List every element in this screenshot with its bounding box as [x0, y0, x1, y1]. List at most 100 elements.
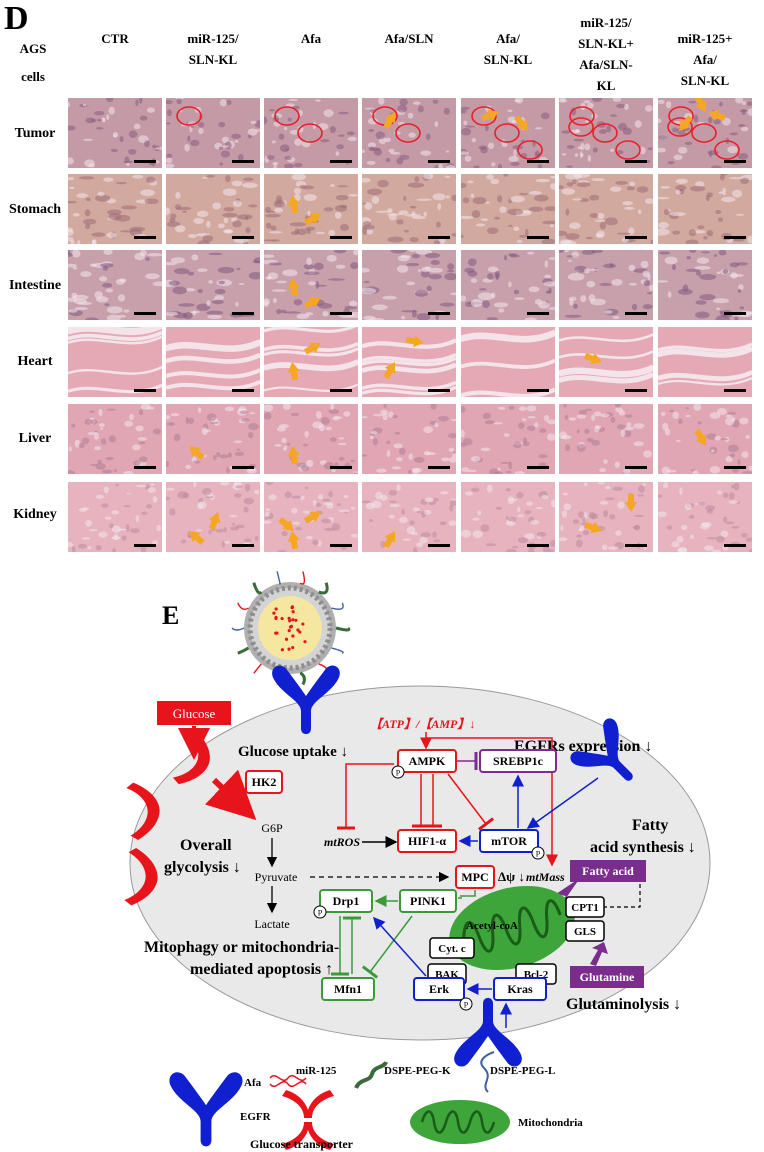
- drp1-phospho: [313, 905, 327, 919]
- tissue-image: [362, 482, 456, 552]
- atp-to-mtmass-arrow: [426, 737, 558, 867]
- tissue-image: [461, 327, 555, 397]
- scale-bar: [724, 389, 746, 392]
- tumor-lesion-circle: [568, 117, 594, 137]
- scale-bar: [724, 466, 746, 469]
- column-label: miR-125/SLN-KL: [162, 28, 264, 70]
- ampk-inhibits-mtor: [447, 773, 495, 831]
- nanoparticle: [231, 571, 351, 686]
- lesion-arrow: [679, 115, 693, 131]
- panel-e-diagram: E 【ATP】/【AMP】↓ EGFRs expression ↓ Glucos…: [123, 571, 711, 1151]
- histology-intestine-panel: [166, 250, 260, 320]
- histology-heart-panel: [166, 327, 260, 397]
- scale-bar: [330, 466, 352, 469]
- lesion-arrow: [383, 112, 396, 130]
- tumor-lesion-circle: [517, 140, 543, 160]
- scale-bar: [428, 312, 450, 315]
- scale-bar: [428, 160, 450, 163]
- mtor-box: [479, 829, 539, 853]
- cytc-label: Cyt. c: [438, 943, 466, 955]
- scale-bar: [527, 544, 549, 547]
- legend: Afa miR-125 DSPE-PEG-K DSPE-PEG-L EGFR G…: [169, 1051, 583, 1151]
- glutamine-label: Glutamine: [580, 970, 635, 984]
- mtros-label: mtROS: [324, 835, 360, 849]
- mfn1-box: [321, 977, 375, 1001]
- atp-amp-label: 【ATP】/【AMP】↓: [370, 717, 475, 731]
- lesion-arrow: [287, 195, 300, 214]
- tissue-image: [264, 174, 358, 244]
- tissue-image: [559, 482, 653, 552]
- lesion-arrow: [708, 109, 726, 122]
- tissue-image: [658, 174, 752, 244]
- tissue-image: [362, 98, 456, 168]
- lesion-arrow: [189, 531, 205, 545]
- legend-mito: Mitochondria: [518, 1117, 583, 1129]
- scale-bar: [527, 312, 549, 315]
- panel-e-letter: E: [162, 601, 179, 630]
- histology-stomach-panel: [264, 174, 358, 244]
- lesion-arrow: [278, 517, 294, 531]
- scale-bar: [428, 236, 450, 239]
- tissue-image: [166, 327, 260, 397]
- cytc-box: [429, 937, 475, 959]
- panel-d-letter: D: [4, 0, 29, 37]
- histology-tumor-panel: [264, 98, 358, 168]
- mitophagy-line1: Mitophagy or mitochondria-: [144, 939, 339, 956]
- row-label: Heart: [17, 354, 53, 369]
- tissue-image: [658, 250, 752, 320]
- tumor-lesion-circle: [176, 106, 202, 126]
- tissue-image: [166, 250, 260, 320]
- srebp-box: [479, 749, 557, 773]
- tissue-image: [264, 482, 358, 552]
- tissue-image: [362, 404, 456, 474]
- lesion-arrow: [287, 446, 300, 465]
- tissue-image: [68, 98, 162, 168]
- erk-phospho: [459, 997, 473, 1011]
- glutamine-arrow: [590, 942, 608, 966]
- scale-bar: [134, 466, 156, 469]
- mitophagy-line2: mediated apoptosis ↑: [190, 961, 333, 978]
- lesion-arrow: [584, 521, 602, 534]
- tissue-image: [559, 327, 653, 397]
- kras-box: [493, 977, 547, 1001]
- column-label-line: KL: [596, 78, 616, 93]
- histology-intestine-panel: [362, 250, 456, 320]
- tumor-lesion-circle: [714, 140, 740, 160]
- lesion-arrow: [481, 109, 500, 122]
- erk-to-drp1-arrow: [372, 916, 427, 977]
- acetyl-coa-label: Acetyl-coA: [466, 920, 518, 932]
- pyruvate-label: Pyruvate: [255, 870, 298, 884]
- mtmass-label: mtMass: [526, 870, 565, 884]
- column-label-line: SLN-KL: [483, 52, 533, 67]
- histology-kidney-panel: [166, 482, 260, 552]
- tumor-lesion-circle: [395, 123, 421, 143]
- tissue-image: [264, 98, 358, 168]
- ampk-phospho: [391, 765, 405, 779]
- histology-kidney-panel: [461, 482, 555, 552]
- tissue-image: [461, 250, 555, 320]
- mtor-phospho: [531, 846, 545, 860]
- tissue-image: [166, 98, 260, 168]
- tissue-image: [362, 250, 456, 320]
- row-label: Stomach: [8, 202, 62, 217]
- histology-intestine-panel: [658, 250, 752, 320]
- tumor-lesion-circle: [297, 123, 323, 143]
- legend-mir: miR-125: [296, 1065, 337, 1077]
- lesion-arrow: [625, 494, 637, 512]
- tissue-image: [461, 482, 555, 552]
- lactate-label: Lactate: [254, 917, 289, 931]
- ampk-label: AMPK: [409, 754, 446, 768]
- fatty-synthesis-line2: acid synthesis ↓: [590, 839, 696, 856]
- column-label: CTR: [64, 28, 166, 49]
- pink1-box: [399, 889, 457, 913]
- histology-kidney-panel: [68, 482, 162, 552]
- column-label-line: miR-125+: [677, 31, 733, 46]
- overall-glycolysis-line2: glycolysis ↓: [164, 859, 241, 876]
- glutamine-box: [570, 966, 644, 988]
- row-label: Intestine: [8, 278, 62, 293]
- tissue-image: [559, 250, 653, 320]
- histology-liver-panel: [166, 404, 260, 474]
- drp1-label: Drp1: [333, 894, 360, 908]
- tissue-image: [166, 482, 260, 552]
- column-label-line: SLN-KL+: [578, 36, 634, 51]
